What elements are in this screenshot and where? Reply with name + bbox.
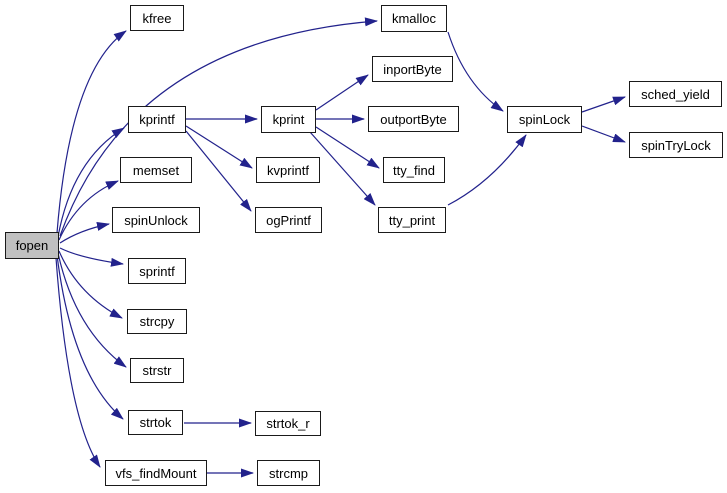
node-ogPrintf[interactable]: ogPrintf [255,207,322,233]
node-strcpy[interactable]: strcpy [127,309,187,334]
node-spinUnlock[interactable]: spinUnlock [112,207,200,233]
node-kvprintf[interactable]: kvprintf [256,157,320,183]
node-spinLock[interactable]: spinLock [507,106,582,133]
node-kfree[interactable]: kfree [130,5,184,31]
node-tty_find[interactable]: tty_find [383,157,445,183]
node-strcmp[interactable]: strcmp [257,460,320,486]
node-vfs_findMount[interactable]: vfs_findMount [105,460,207,486]
node-kmalloc[interactable]: kmalloc [381,5,447,32]
node-memset[interactable]: memset [120,157,192,183]
node-outportByte[interactable]: outportByte [368,106,459,132]
node-strtok[interactable]: strtok [128,410,183,435]
node-strstr[interactable]: strstr [130,358,184,383]
node-kprintf[interactable]: kprintf [128,106,186,133]
node-strtok_r[interactable]: strtok_r [255,411,321,436]
node-inportByte[interactable]: inportByte [372,56,453,82]
node-sprintf[interactable]: sprintf [128,258,186,284]
node-spinTryLock[interactable]: spinTryLock [629,132,723,158]
node-sched_yield[interactable]: sched_yield [629,81,722,107]
node-kprint[interactable]: kprint [261,106,316,133]
node-fopen: fopen [5,232,59,259]
node-tty_print[interactable]: tty_print [378,207,446,233]
